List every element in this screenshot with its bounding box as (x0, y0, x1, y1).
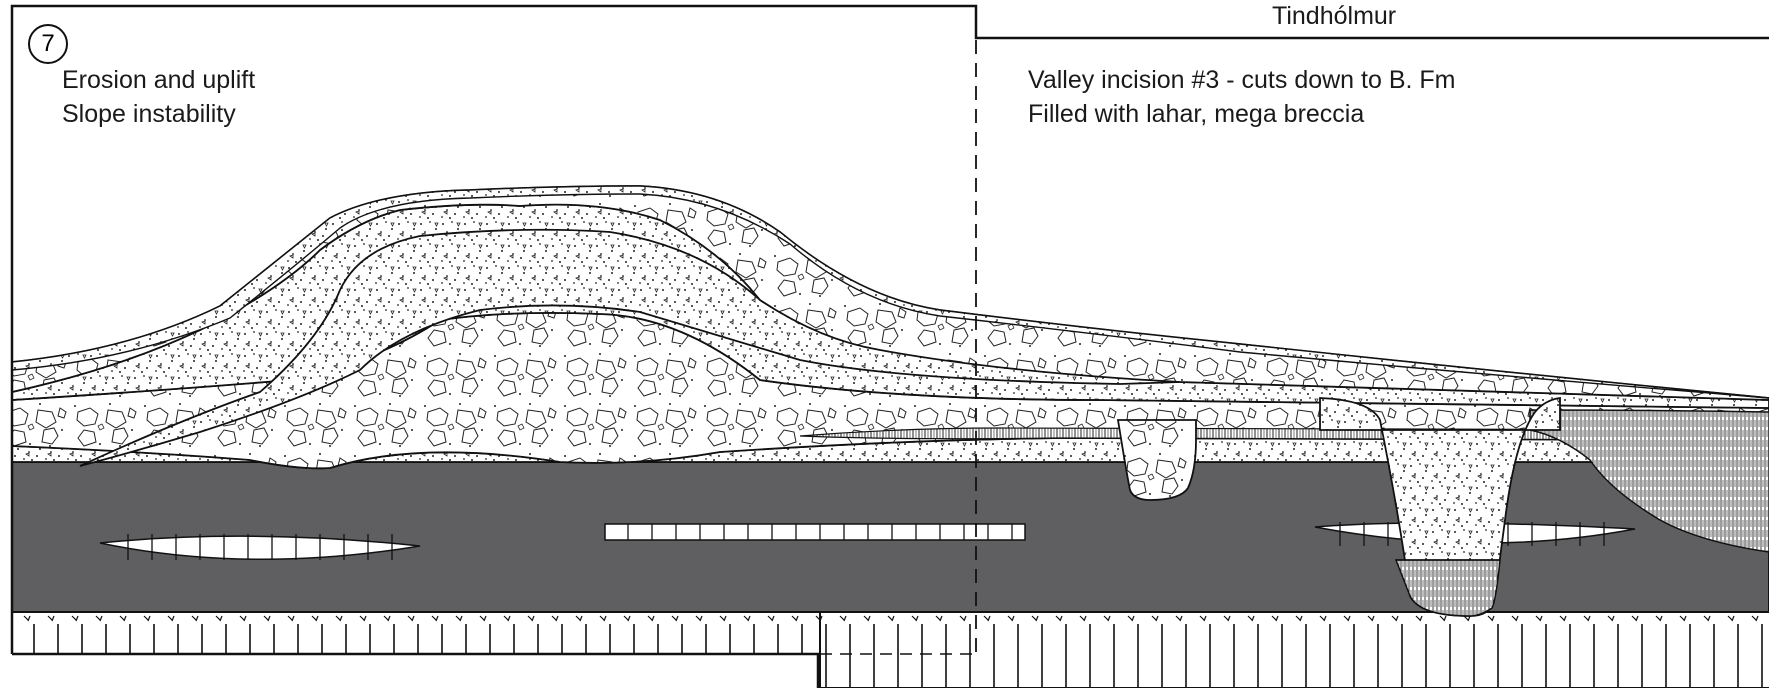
right-caption-line2: Filled with lahar, mega breccia (1028, 102, 1364, 127)
right-caption-line1: Valley incision #3 - cuts down to B. Fm (1028, 68, 1456, 93)
left-caption-line1: Erosion and uplift (62, 68, 255, 93)
small-valley-fill (1118, 420, 1196, 500)
location-label: Tindhólmur (1272, 4, 1396, 29)
columnar-basement-layer (12, 612, 1769, 688)
left-caption-line2: Slope instability (62, 102, 236, 127)
step-number-badge: 7 (28, 24, 68, 64)
